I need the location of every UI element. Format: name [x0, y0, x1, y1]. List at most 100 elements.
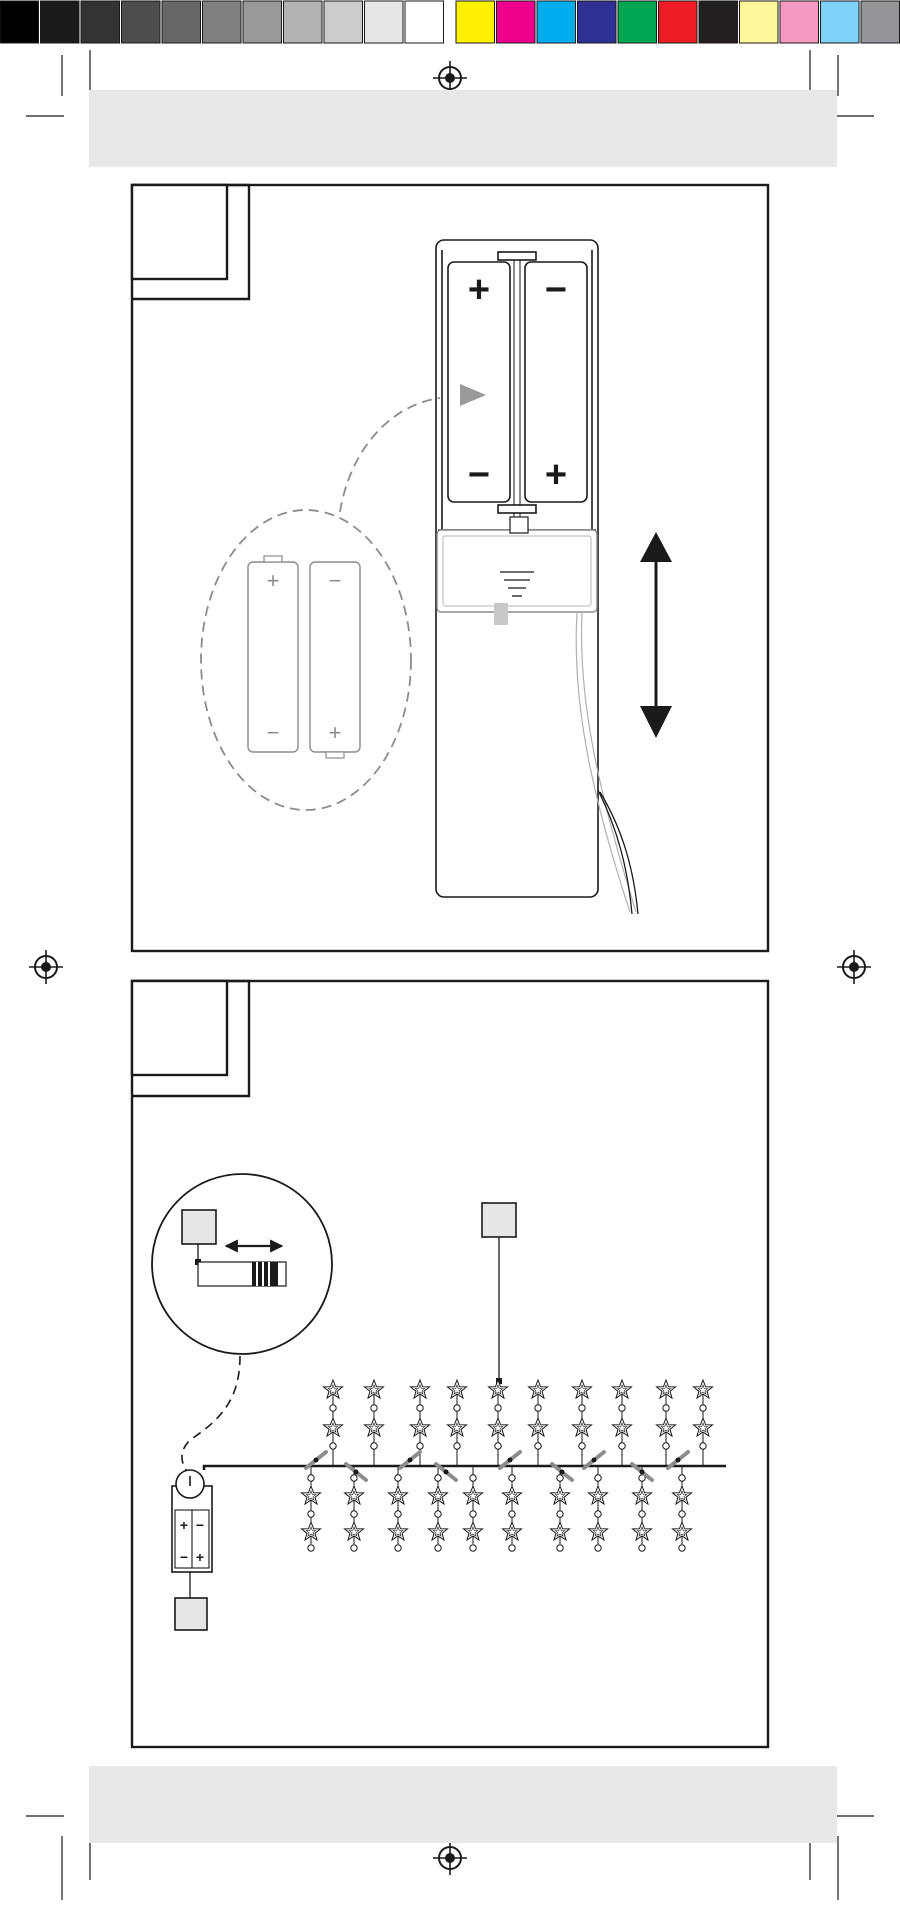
bulb-icon [394, 1474, 402, 1482]
bulb-icon [394, 1510, 402, 1518]
figure-2-panel: + − − + [130, 979, 770, 1749]
bulb-icon [434, 1474, 442, 1482]
bulb-icon [453, 1404, 461, 1412]
battery-right: − + [524, 261, 588, 503]
battery-left-plus: + [468, 269, 490, 311]
bulb-icon [416, 1442, 424, 1450]
bulb-icon [434, 1544, 442, 1552]
connector-node [507, 1457, 513, 1463]
color-swatch [242, 0, 282, 44]
connector-node [559, 1469, 565, 1475]
connector-node [639, 1469, 645, 1475]
connector-node [443, 1469, 449, 1475]
loose-battery-right-minus: − [329, 568, 342, 593]
bulb-icon [618, 1404, 626, 1412]
color-swatch [860, 0, 900, 44]
pack-left-plus: + [180, 1517, 188, 1533]
color-swatch [323, 0, 363, 44]
bulb-icon [416, 1404, 424, 1412]
bulb-icon [556, 1474, 564, 1482]
connector-node [353, 1469, 359, 1475]
bulb-icon [370, 1404, 378, 1412]
bulb-icon [307, 1544, 315, 1552]
color-swatch [536, 0, 576, 44]
figure-1-frame [130, 183, 770, 953]
battery-pack-icon: + − − + [171, 1469, 213, 1573]
bulb-icon [578, 1442, 586, 1450]
crop-marks [26, 50, 874, 1900]
bulb-icon [638, 1544, 646, 1552]
bulb-icon [307, 1474, 315, 1482]
bulb-icon [578, 1404, 586, 1412]
color-swatch [202, 0, 242, 44]
bulb-icon [534, 1442, 542, 1450]
loose-battery-right: − + [309, 561, 361, 759]
label-box-switch [181, 1209, 217, 1245]
battery-callout: + − − + [200, 384, 486, 811]
footer-band [89, 1766, 837, 1843]
star-light-strands [301, 1379, 713, 1552]
cable [575, 611, 639, 915]
bulb-icon [469, 1474, 477, 1482]
bulb-icon [350, 1544, 358, 1552]
header-band [89, 90, 837, 167]
bulb-icon [469, 1510, 477, 1518]
color-swatch [364, 0, 404, 44]
registration-mark-right [836, 949, 872, 985]
pack-left-minus: − [180, 1549, 188, 1565]
registration-mark-left [28, 949, 64, 985]
bulb-icon [638, 1474, 646, 1482]
bulb-icon [594, 1474, 602, 1482]
bulb-icon [556, 1544, 564, 1552]
color-swatch [820, 0, 860, 44]
color-swatch [779, 0, 819, 44]
bulb-icon [394, 1544, 402, 1552]
figure-1-panel: + − − + [130, 183, 770, 953]
loose-battery-left-plus: + [267, 568, 280, 593]
color-swatch [577, 0, 617, 44]
loose-battery-left: + − [247, 555, 299, 753]
color-calibration-bar [0, 0, 900, 44]
figure-1-number-box [130, 183, 229, 281]
connector-node [591, 1457, 597, 1463]
figure-2-frame [130, 979, 770, 1749]
bulb-icon [618, 1442, 626, 1450]
bulb-icon [350, 1474, 358, 1482]
battery-left-minus: − [468, 454, 490, 496]
bulb-icon [494, 1442, 502, 1450]
color-swatch [739, 0, 779, 44]
bulb-icon [678, 1544, 686, 1552]
bulb-icon [434, 1510, 442, 1518]
registration-mark-bottom [432, 1840, 468, 1876]
bulb-icon [469, 1544, 477, 1552]
main-cable [202, 1464, 726, 1470]
double-arrow-icon [640, 532, 672, 738]
registration-mark-top [432, 60, 468, 96]
bulb-icon [699, 1404, 707, 1412]
color-swatch [40, 0, 80, 44]
bulb-icon [638, 1510, 646, 1518]
figure-2-number-box [130, 979, 229, 1077]
connector-node [407, 1457, 413, 1463]
loose-battery-left-minus: − [267, 720, 280, 745]
color-swatch [404, 0, 444, 44]
bulb-icon [370, 1442, 378, 1450]
bulb-icon [508, 1544, 516, 1552]
pack-right-minus: − [196, 1517, 204, 1533]
battery-right-plus: + [545, 454, 567, 496]
bulb-icon [534, 1404, 542, 1412]
bulb-icon [329, 1442, 337, 1450]
loose-battery-right-plus: + [329, 720, 342, 745]
label-box-light-chain [481, 1202, 517, 1238]
pack-right-plus: + [196, 1549, 204, 1565]
battery-left: + − [447, 261, 511, 503]
battery-right-minus: − [545, 269, 567, 311]
insert-arrow-icon [460, 384, 486, 406]
color-swatch [698, 0, 738, 44]
connector-node [313, 1457, 319, 1463]
color-swatch [617, 0, 657, 44]
bulb-icon [594, 1510, 602, 1518]
color-swatch [658, 0, 698, 44]
switch-icon [197, 1261, 287, 1287]
bulb-icon [594, 1544, 602, 1552]
